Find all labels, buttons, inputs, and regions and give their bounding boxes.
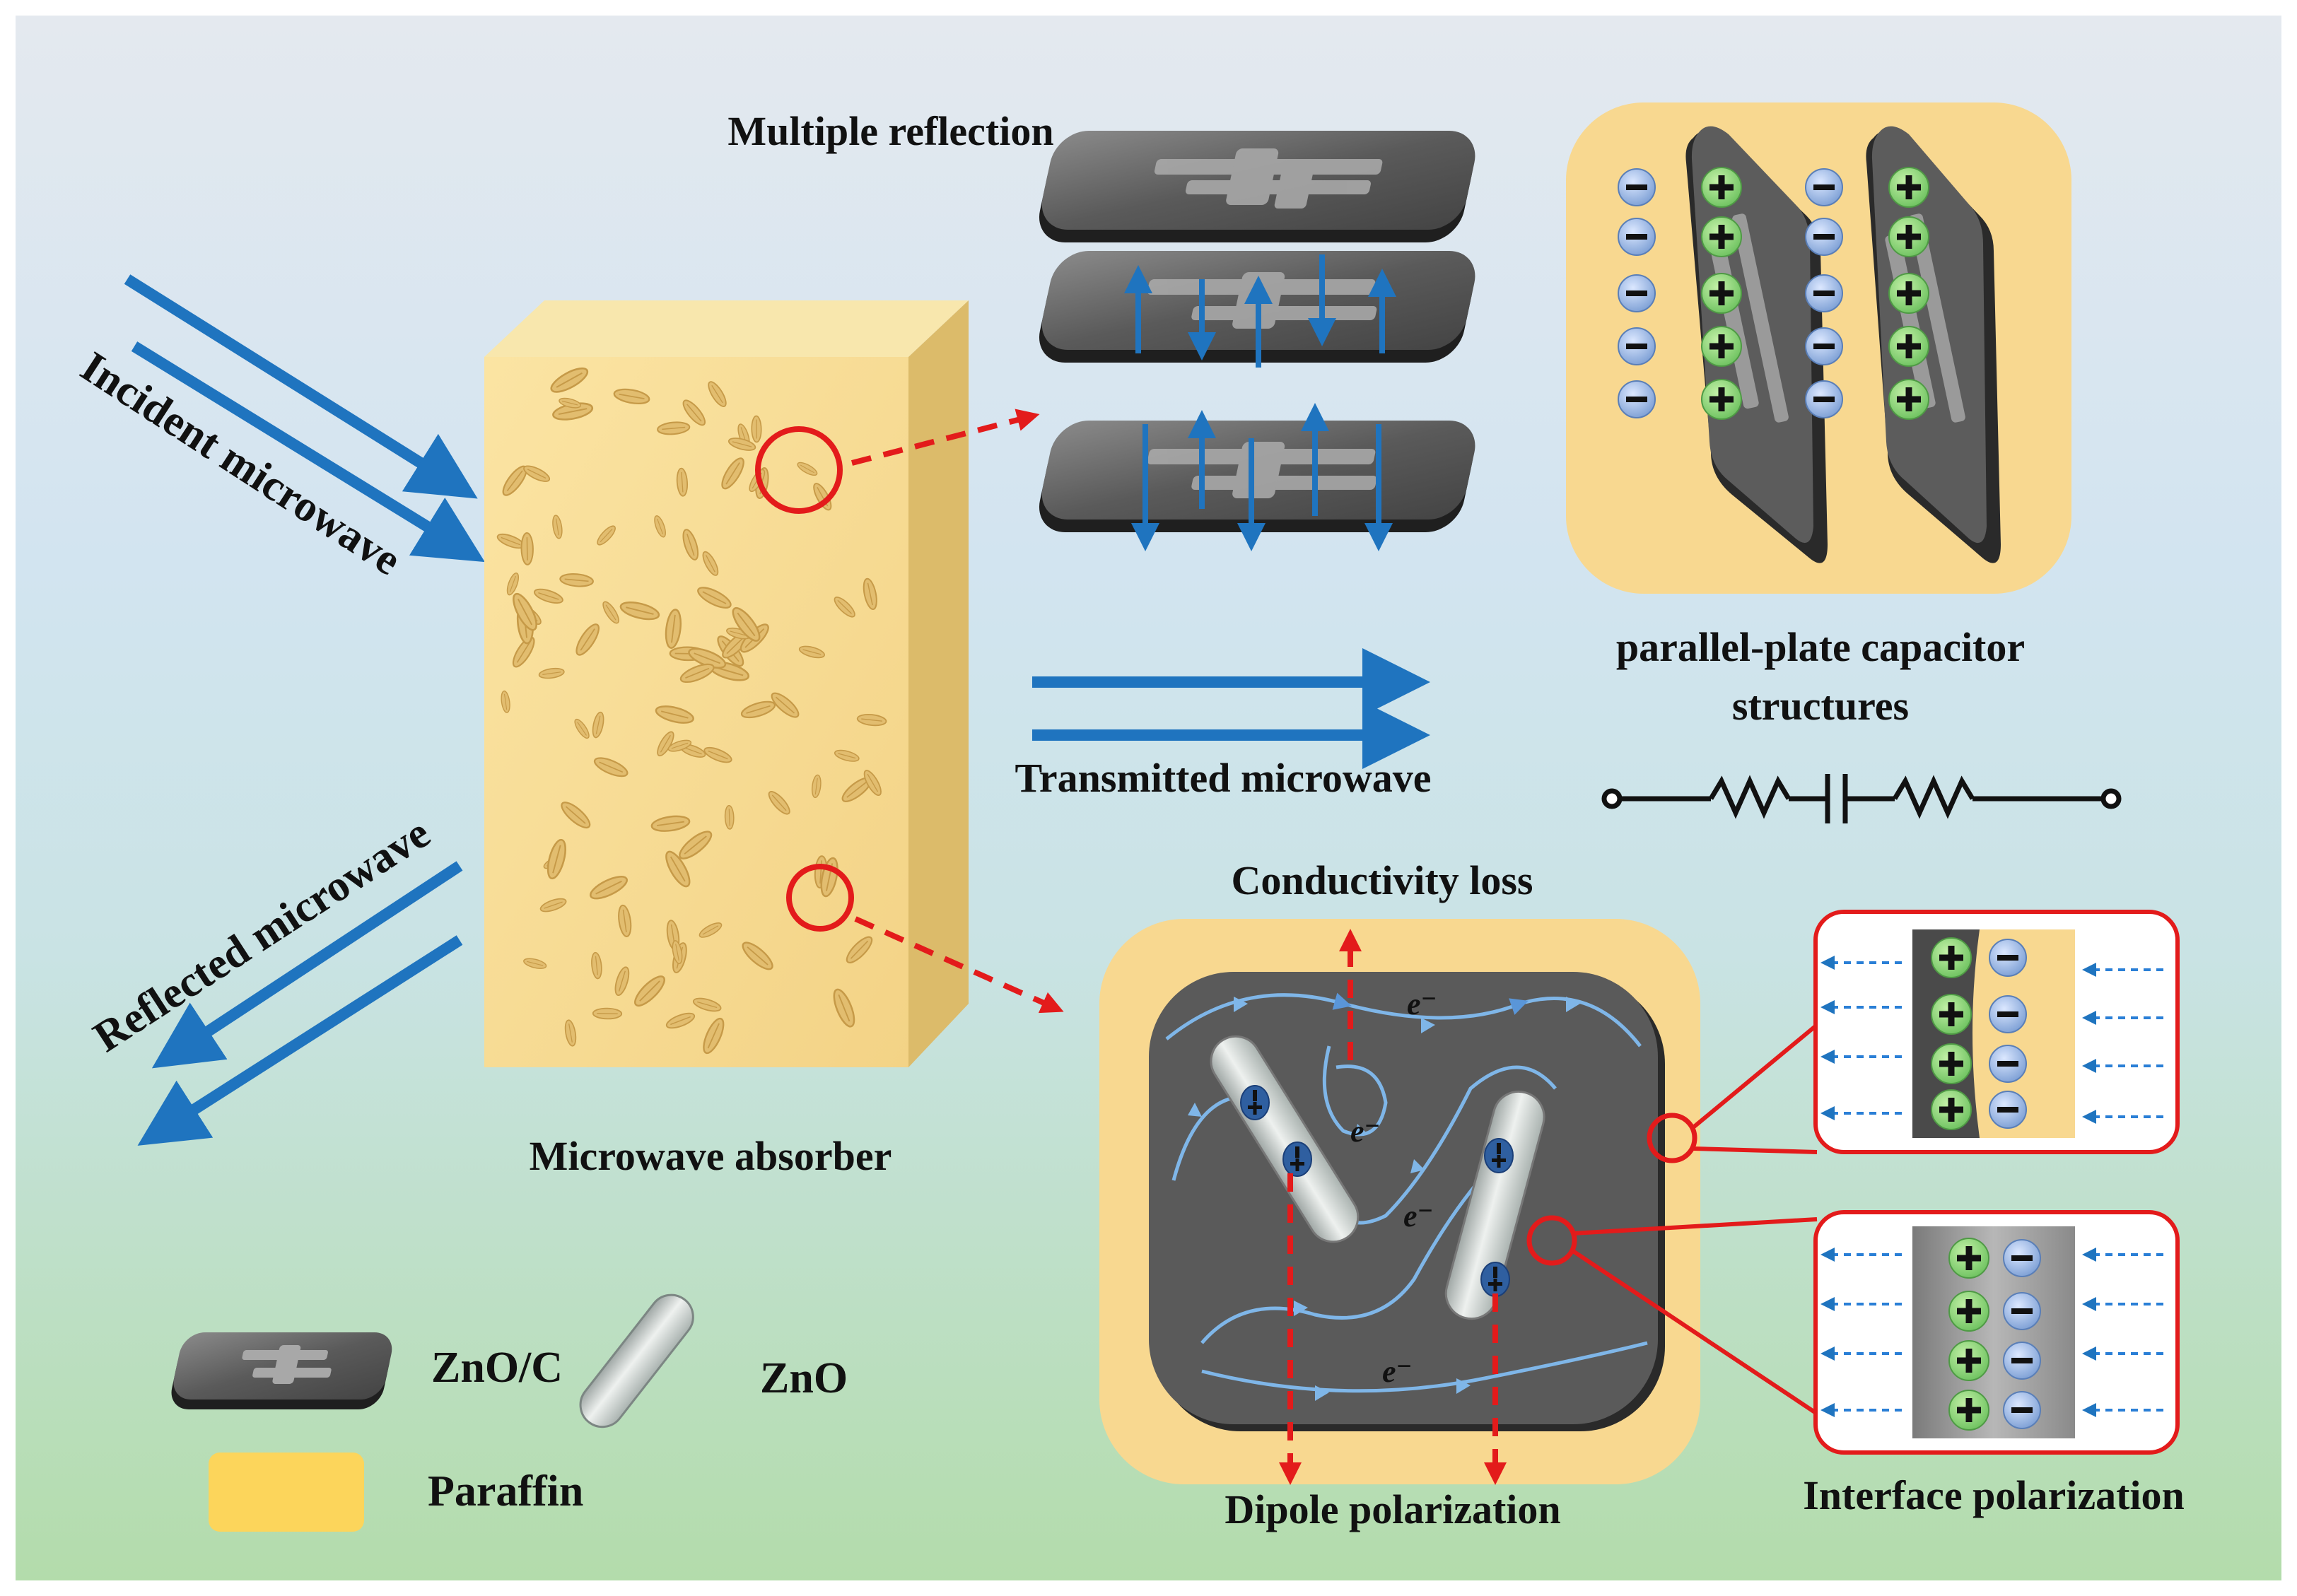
- electron-label-4: e⁻: [1382, 1354, 1413, 1389]
- capacitor-panel: [1566, 102, 2071, 594]
- resistor-icon: [1708, 775, 1792, 819]
- multiple-reflection-label: Multiple reflection: [727, 108, 1053, 154]
- legend-zno-swatch: [579, 1293, 694, 1428]
- interface-inset-top: [1813, 910, 2180, 1154]
- incident-arrows: [124, 274, 485, 563]
- absorber-label: Microwave absorber: [530, 1133, 892, 1179]
- interface-polarization-label: Interface polarization: [1803, 1472, 2185, 1518]
- reflected-arrows: [137, 861, 463, 1146]
- reflection-arrows: [1124, 254, 1396, 551]
- absorber-grain: [592, 1007, 623, 1020]
- transmitted-arrows: [1032, 648, 1430, 769]
- electron-label-1: e⁻: [1407, 987, 1437, 1021]
- zoom-circle-interface-top: [1647, 1113, 1697, 1163]
- legend: ZnO/C ZnO Paraffin: [171, 1293, 848, 1532]
- electron-label-2: e⁻: [1350, 1114, 1381, 1149]
- conductivity-loss-label: Conductivity loss: [1231, 857, 1533, 903]
- legend-paraffin-swatch: [209, 1453, 364, 1532]
- flake-stack: [1039, 131, 1475, 551]
- absorber-grain: [520, 532, 534, 565]
- legend-zno-label: ZnO: [760, 1354, 848, 1402]
- capacitor-label-line1: parallel-plate capacitor: [1616, 624, 2025, 670]
- zoom-circle-interface-bottom: [1526, 1215, 1577, 1266]
- absorber-grain: [724, 804, 735, 830]
- legend-zno-c-swatch: [171, 1332, 392, 1409]
- dipole-polarization-label: Dipole polarization: [1225, 1486, 1560, 1532]
- legend-paraffin-label: Paraffin: [428, 1467, 583, 1515]
- absorber-grain: [751, 415, 762, 443]
- zoom-link-lower: [854, 916, 1064, 1014]
- transmitted-label: Transmitted microwave: [1015, 755, 1431, 801]
- zoom-circle-upper: [755, 426, 843, 514]
- electron-label-3: e⁻: [1403, 1199, 1434, 1233]
- absorber-block: [484, 300, 969, 1067]
- zno-rod-right: [1444, 1090, 1545, 1320]
- capacitor-label-line2: structures: [1732, 683, 1909, 729]
- conductivity-panel: e⁻ e⁻ e⁻ e⁻: [1099, 919, 1700, 1485]
- circuit-symbol: [1601, 774, 2122, 823]
- zoom-circle-lower: [786, 864, 854, 932]
- interface-inset-bottom: [1813, 1210, 2180, 1455]
- legend-zno-c-label: ZnO/C: [431, 1344, 563, 1392]
